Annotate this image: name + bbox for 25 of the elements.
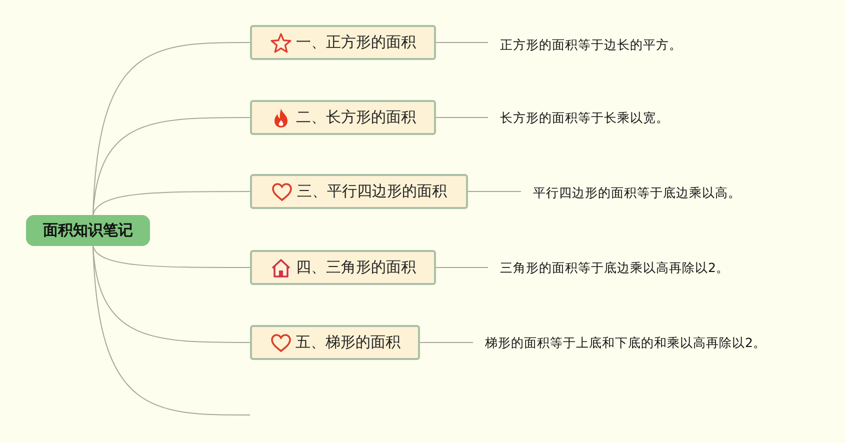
connector-line: [420, 342, 474, 343]
topic-box: [250, 100, 436, 135]
connector-line: [436, 42, 488, 43]
topic-title: 一、正方形的面积: [296, 33, 416, 52]
note-text: 三角形的面积等于底边乘以高再除以2。: [500, 259, 729, 277]
connector-line: [92, 246, 250, 268]
topic-box: [250, 250, 436, 285]
topic-title: 二、长方形的面积: [296, 108, 416, 127]
topic-box: [250, 174, 468, 209]
connector-line: [436, 117, 488, 118]
connector-line: [92, 246, 250, 416]
connector-line: [92, 191, 250, 216]
central-topic-box: 面积知识笔记: [26, 215, 150, 246]
note-text: 长方形的面积等于长乘以宽。: [500, 109, 669, 127]
note-text: 正方形的面积等于边长的平方。: [500, 36, 682, 54]
note-text: 平行四边形的面积等于底边乘以高。: [533, 184, 741, 202]
connector-line: [436, 267, 488, 268]
topic-box: [250, 325, 420, 360]
connector-line: [468, 191, 522, 192]
topic-title: 三、平行四边形的面积: [297, 182, 447, 201]
topic-box: [250, 25, 436, 60]
topic-title: 四、三角形的面积: [296, 258, 416, 277]
connector-line: [92, 117, 250, 216]
topic-title: 五、梯形的面积: [296, 333, 400, 352]
note-text: 梯形的面积等于上底和下底的和乘以高再除以2。: [485, 334, 766, 352]
